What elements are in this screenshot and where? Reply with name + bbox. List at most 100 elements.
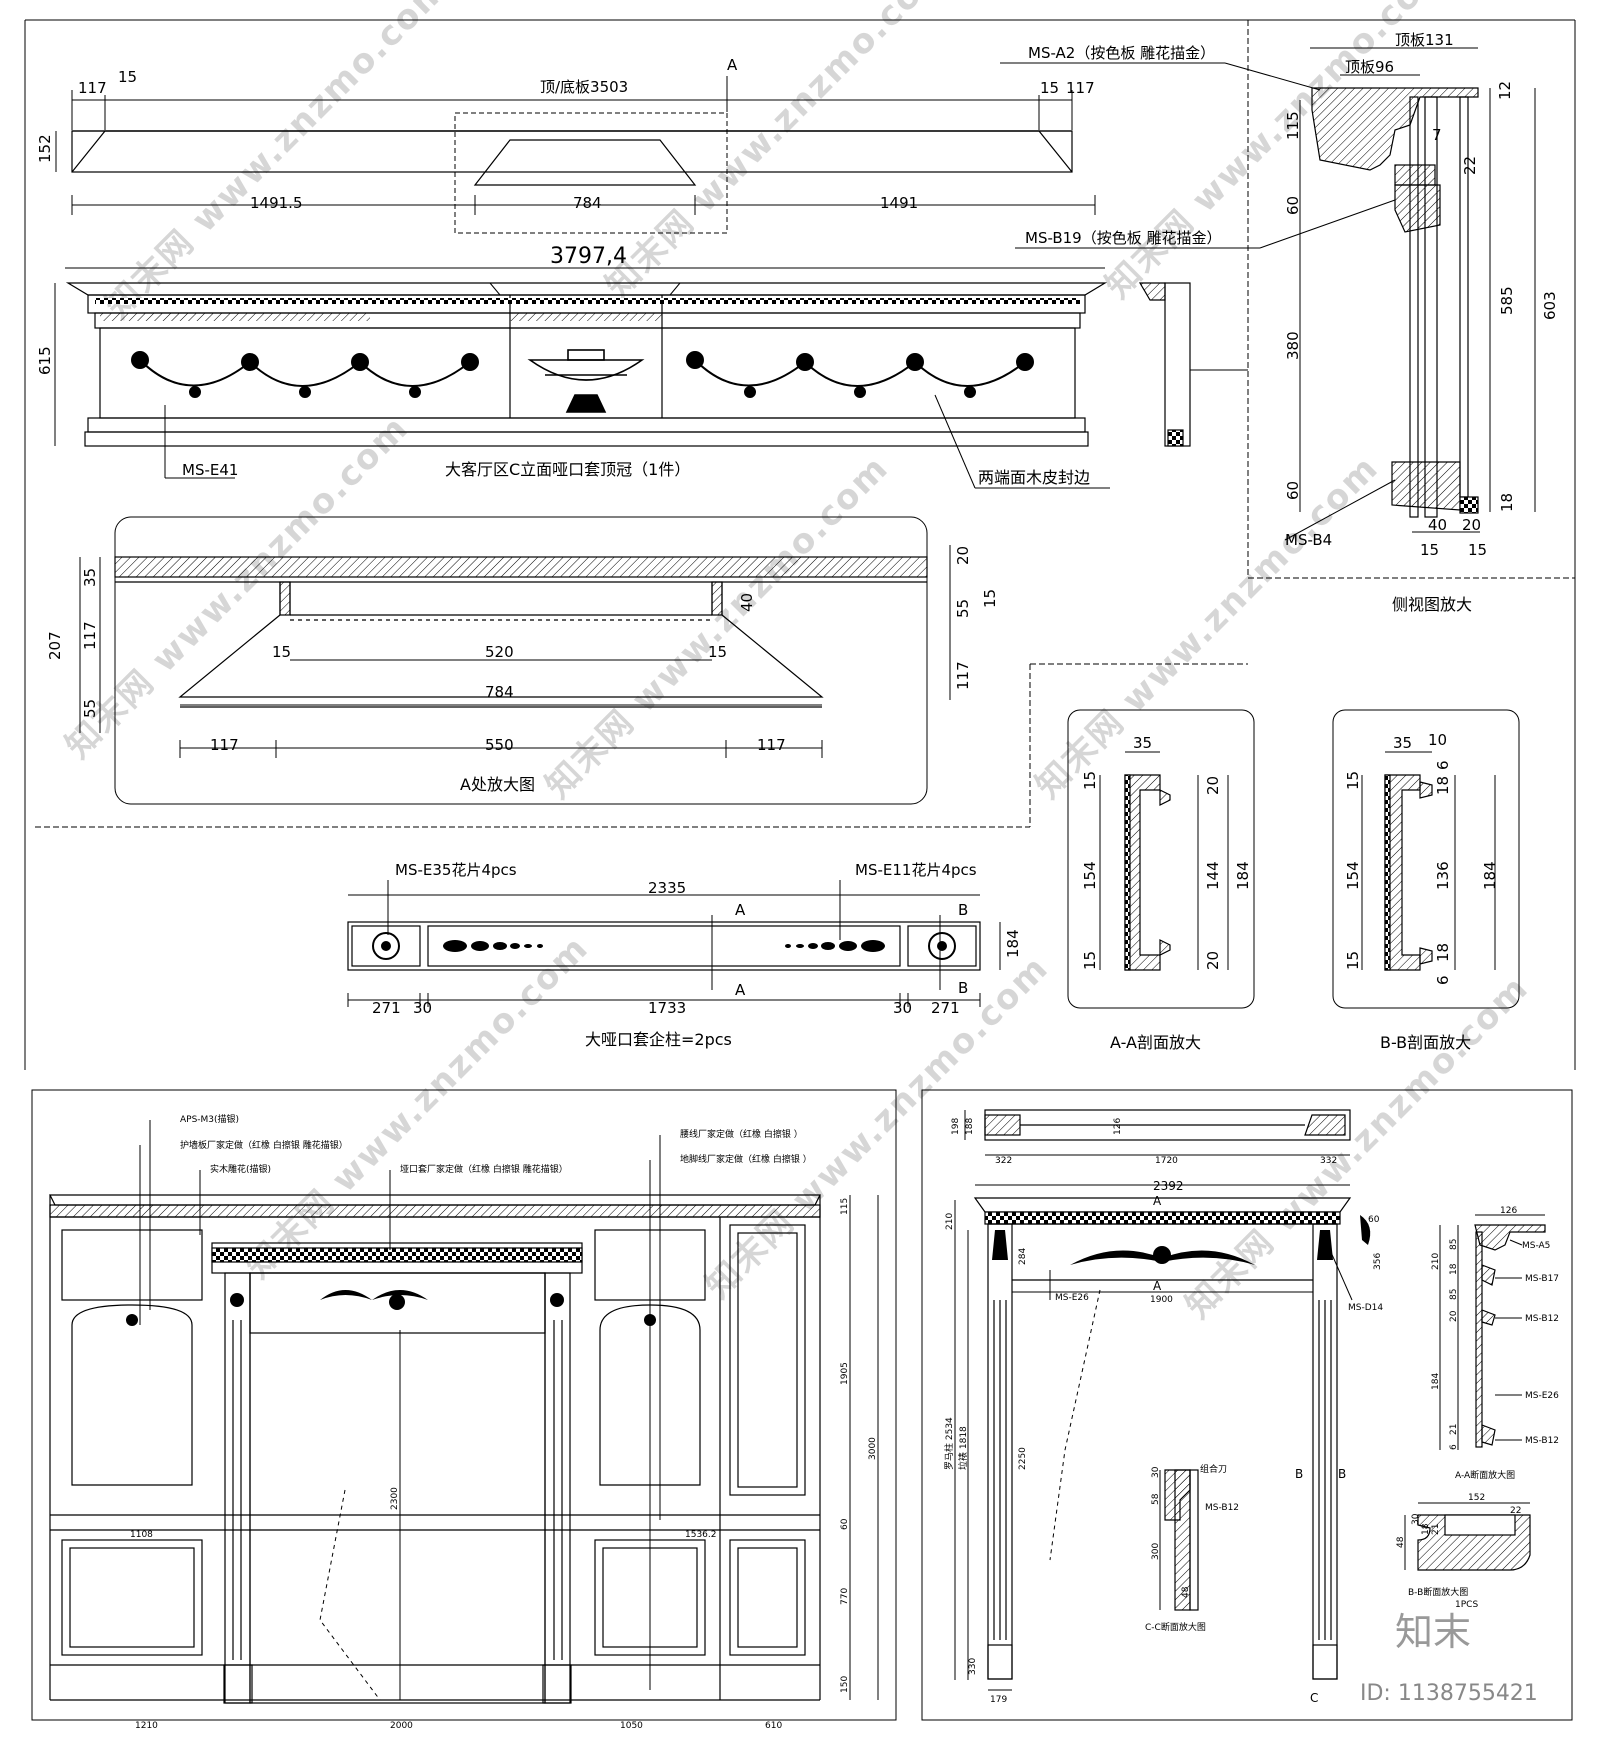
note-door-casing: 垭口套厂家定做（红橡 白擦银 雕花描银） xyxy=(400,1163,568,1175)
dfbb-dim-152: 152 xyxy=(1468,1493,1485,1503)
section-aa-title: A-A剖面放大 xyxy=(1110,1033,1201,1052)
df-mark-b-right: B xyxy=(1338,1467,1346,1481)
detail-a-117b: 117 xyxy=(954,661,972,690)
rosette-right-icon xyxy=(928,932,956,960)
detail-a-117: 117 xyxy=(81,621,99,650)
top-length-label: 顶/底板3503 xyxy=(540,78,628,96)
garland-right xyxy=(686,351,1034,398)
wall-bottom-2000: 2000 xyxy=(390,1721,413,1731)
pillar-height-184: 184 xyxy=(1004,929,1022,958)
side-dim-115: 115 xyxy=(1284,111,1302,140)
bb-dim-154: 154 xyxy=(1344,861,1362,890)
callout-ms-a2: MS-A2（按色板 雕花描金） xyxy=(1028,44,1215,62)
side-dim-40: 40 xyxy=(1428,516,1447,534)
pillar-mark-b-top: B xyxy=(958,901,968,919)
dfbb-sub: 1PCS xyxy=(1455,1600,1478,1610)
side-dim-18: 18 xyxy=(1498,493,1516,512)
wall-right-1905: 1905 xyxy=(840,1362,850,1385)
df-356: 356 xyxy=(1373,1253,1383,1270)
bb-dim-6b: 6 xyxy=(1434,975,1452,985)
dfaa-dim-20: 20 xyxy=(1449,1310,1459,1322)
watermark: 知末网 www.znzmo.com xyxy=(598,0,957,306)
df-aa-section xyxy=(1439,1214,1546,1450)
garland-left xyxy=(131,351,479,398)
df-label-ms-e26: MS-E26 xyxy=(1055,1293,1089,1303)
bb-dim-35: 35 xyxy=(1393,734,1412,752)
df-top-126: 126 xyxy=(1113,1118,1123,1135)
df-top-322: 322 xyxy=(995,1156,1012,1166)
dim-height-152: 152 xyxy=(36,134,54,163)
callout-ms-b19: MS-B19（按色板 雕花描金） xyxy=(1025,229,1222,247)
wall-door-2300: 2300 xyxy=(390,1487,400,1510)
pillar-mark-b-bottom: B xyxy=(958,979,968,997)
pillar-label-left: MS-E35花片4pcs xyxy=(395,861,517,879)
wall-notes: APS-M3(描银) 护墙板厂家定做（红橡 白擦银 雕花描银） 实木雕花(描银)… xyxy=(139,1113,812,1690)
dim-center-784: 784 xyxy=(573,194,602,212)
detail-a-55: 55 xyxy=(81,699,99,718)
detail-a-117-left: 117 xyxy=(210,736,239,754)
pillar-seg-1733: 1733 xyxy=(648,999,686,1017)
urn-ornament-icon xyxy=(527,349,645,413)
detail-a-15: 15 xyxy=(981,589,999,608)
pillar-mark-a-top: A xyxy=(735,901,746,919)
wall-w-1108: 1108 xyxy=(130,1530,153,1540)
top-plan-view xyxy=(55,76,1096,234)
dfaa-label-ms-b12b: MS-B12 xyxy=(1525,1436,1559,1446)
side-view-title: 侧视图放大 xyxy=(1392,595,1472,614)
detail-a-15a: 15 xyxy=(272,643,291,661)
image-id: ID: 1138755421 xyxy=(1360,1681,1538,1706)
dfbb-dim-22: 22 xyxy=(1510,1506,1521,1516)
detail-a-enlarged xyxy=(79,516,951,805)
pillar-title: 大哑口套企柱=2pcs xyxy=(585,1030,732,1049)
dfaa-dim-126: 126 xyxy=(1500,1206,1517,1216)
cc-dim-30: 30 xyxy=(1151,1466,1161,1478)
watermark: 知末网 www.znzmo.com xyxy=(98,0,457,326)
side-top-board-131: 顶板131 xyxy=(1395,31,1454,49)
df-mark-c: C xyxy=(1310,1691,1318,1705)
dfbb-dim-48: 48 xyxy=(1396,1536,1406,1548)
aa-dim-144: 144 xyxy=(1204,861,1222,890)
dim-117-right: 117 xyxy=(1066,79,1095,97)
bb-dim-18a: 18 xyxy=(1434,776,1452,795)
door-frame-frame xyxy=(921,1089,1573,1721)
side-top-board-96: 顶板96 xyxy=(1345,58,1394,76)
section-bb-title: B-B剖面放大 xyxy=(1380,1033,1471,1052)
detail-a-35: 35 xyxy=(81,568,99,587)
df-left-284: 284 xyxy=(1018,1248,1028,1265)
pillar-seg-30b: 30 xyxy=(893,999,912,1017)
note-waist-line: 腰线厂家定做（红橡 白擦银 ） xyxy=(680,1128,803,1140)
bb-dim-184: 184 xyxy=(1481,861,1499,890)
pillar-seg-271a: 271 xyxy=(372,999,401,1017)
pillar-mark-a-bottom: A xyxy=(735,981,746,999)
dfaa-dim-85a: 85 xyxy=(1449,1239,1459,1250)
dfaa-dim-18: 18 xyxy=(1449,1263,1459,1275)
bb-dim-10: 10 xyxy=(1428,731,1447,749)
side-dim-12: 12 xyxy=(1496,81,1514,100)
pillar-length-2335: 2335 xyxy=(648,879,686,897)
pillar-elevation xyxy=(347,894,1001,1007)
dim-total-3797: 3797,4 xyxy=(550,244,627,269)
door-frame-elevation xyxy=(954,1184,1352,1691)
note-wainscot: 护墙板厂家定做（红橡 白擦银 雕花描银） xyxy=(180,1139,348,1151)
aa-dim-20b: 20 xyxy=(1204,951,1222,970)
wall-right-150: 150 xyxy=(840,1676,850,1693)
detail-a-520: 520 xyxy=(485,643,514,661)
dfaa-dim-21: 21 xyxy=(1449,1424,1459,1435)
df-inner-1900: 1900 xyxy=(1150,1295,1173,1305)
elevation-title: 大客厅区C立面哑口套顶冠（1件） xyxy=(445,460,690,479)
df-left-330: 330 xyxy=(968,1658,978,1675)
watermark: 知末网 www.znzmo.com xyxy=(238,928,597,1287)
df-w-2392: 2392 xyxy=(1153,1179,1184,1193)
df-mark-a-bottom: A xyxy=(1153,1279,1162,1293)
dfaa-title: A-A断面放大图 xyxy=(1455,1469,1515,1481)
detail-a-55b: 55 xyxy=(954,599,972,618)
aa-dim-15b: 15 xyxy=(1081,951,1099,970)
top-frame xyxy=(24,19,1576,1070)
aa-dim-20a: 20 xyxy=(1204,776,1222,795)
df-top-198: 198 xyxy=(951,1118,961,1135)
cc-dim-58: 58 xyxy=(1151,1493,1161,1505)
df-left-210: 210 xyxy=(945,1213,955,1230)
detail-a-117-right: 117 xyxy=(757,736,786,754)
cc-note: 组合刀 xyxy=(1200,1463,1227,1475)
